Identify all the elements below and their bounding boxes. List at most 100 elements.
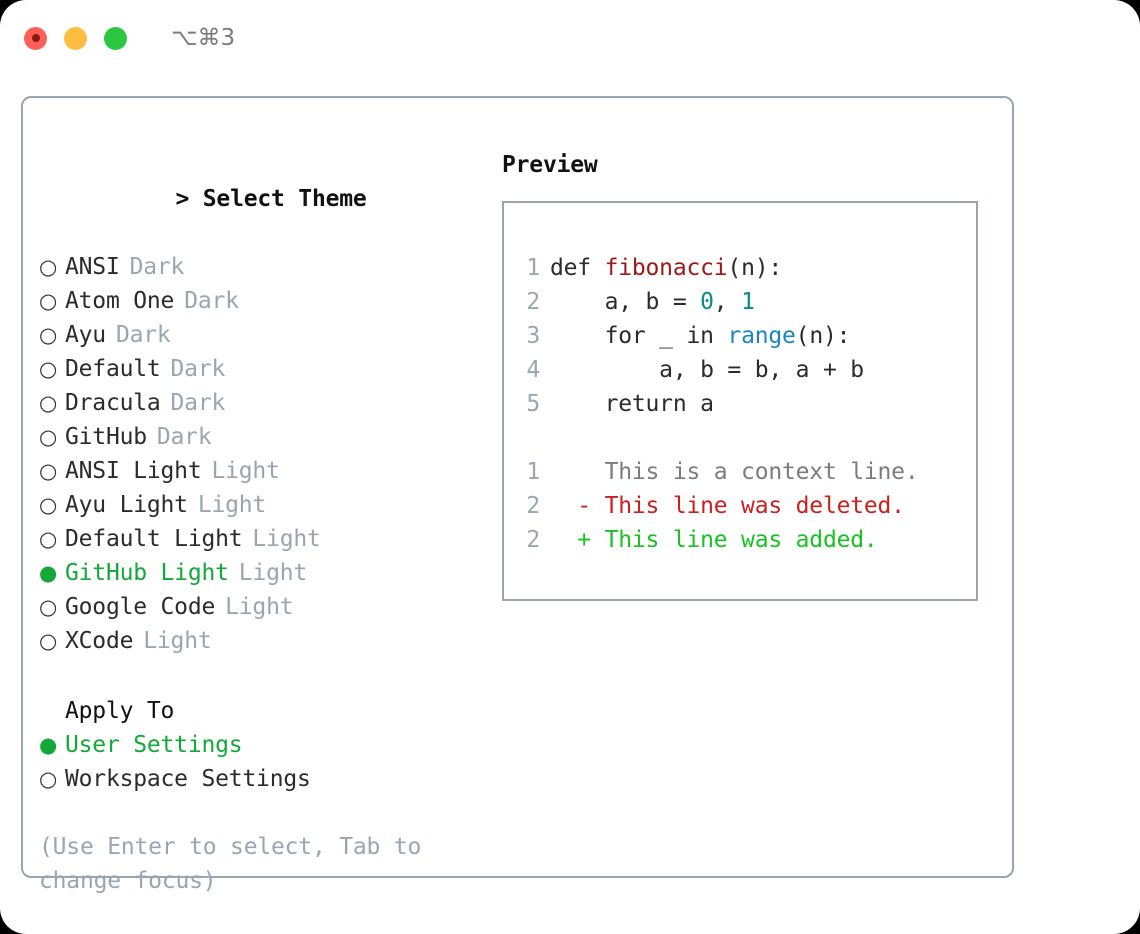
radio-unselected-icon: ○: [39, 425, 58, 449]
radio-selected-icon: ●: [39, 561, 58, 585]
theme-option-tag: Light: [252, 526, 321, 552]
radio-unselected-icon: ○: [39, 493, 58, 517]
code-line-number: 5: [526, 391, 540, 417]
theme-option-label: Google Code: [65, 594, 216, 620]
theme-option-label: XCode: [65, 628, 134, 654]
diff-line: 2 - This line was deleted.: [504, 489, 976, 523]
code-token: 0: [700, 289, 714, 315]
maximize-button[interactable]: [104, 26, 127, 50]
code-token: fibonacci: [604, 255, 728, 281]
theme-option-dracula[interactable]: ○ Dracula Dark: [39, 386, 479, 420]
radio-unselected-icon: ○: [39, 255, 58, 279]
diff-line: 2 + This line was added.: [504, 523, 976, 557]
diff-line-text: + This line was added.: [550, 527, 878, 553]
radio-selected-icon: ●: [39, 733, 58, 757]
theme-option-tag: Dark: [156, 424, 212, 450]
theme-option-google-code[interactable]: ○ Google Code Light: [39, 590, 479, 624]
theme-option-label: ANSI: [65, 254, 120, 280]
theme-option-github[interactable]: ○ GitHub Dark: [39, 420, 479, 454]
diff-line-number: 2: [526, 493, 540, 519]
code-line: 5 return a: [504, 387, 976, 421]
code-token: def: [550, 255, 605, 281]
theme-option-tag: Dark: [184, 288, 239, 314]
code-spacer: [504, 421, 976, 455]
code-line-number: 4: [526, 357, 540, 383]
radio-unselected-icon: ○: [39, 391, 58, 415]
diff-line-number: 1: [526, 459, 540, 485]
apply-to-option-label: User Settings: [65, 732, 243, 758]
radio-unselected-icon: ○: [39, 459, 58, 483]
diff-line-text: This is a context line.: [550, 459, 919, 485]
code-line-number: 1: [526, 255, 540, 281]
theme-option-ayu-light[interactable]: ○ Ayu Light Light: [39, 488, 479, 522]
theme-option-tag: Light: [197, 492, 267, 518]
theme-option-tag: Dark: [170, 390, 226, 416]
close-icon: [31, 34, 40, 42]
code-token: 1: [741, 289, 755, 315]
theme-option-atom-one[interactable]: ○ Atom One Dark: [39, 284, 479, 318]
caret-icon: >: [175, 186, 203, 212]
theme-option-label: GitHub: [65, 424, 147, 450]
radio-unselected-icon: ○: [39, 289, 58, 313]
code-token: for _ in: [550, 323, 728, 349]
theme-option-label: Default: [65, 356, 161, 382]
apply-to-option-user-settings[interactable]: ● User Settings: [39, 728, 479, 762]
code-token: (n):: [727, 255, 783, 281]
theme-option-label: Ayu Light: [65, 492, 188, 518]
code-line: 3 for _ in range(n):: [504, 319, 976, 353]
theme-option-tag: Light: [143, 628, 212, 654]
code-line-text: def fibonacci(n):: [550, 251, 782, 285]
keyboard-shortcut-label: ⌥⌘3: [171, 25, 236, 51]
code-line: 1 def fibonacci(n):: [504, 251, 976, 285]
diff-sample: 1 This is a context line.2 - This line w…: [504, 455, 976, 557]
theme-option-tag: Dark: [129, 254, 185, 280]
theme-option-ayu[interactable]: ○ Ayu Dark: [39, 318, 479, 352]
code-token: ,: [713, 289, 742, 315]
diff-line-number: 2: [526, 527, 540, 553]
keyboard-hint: (Use Enter to select, Tab to change focu…: [39, 834, 422, 894]
theme-option-tag: Light: [238, 560, 308, 586]
apply-to-section: Apply To ● User Settings ○Workspace Settin…: [39, 694, 479, 796]
title-bar: ⌥⌘3: [0, 0, 1140, 76]
code-token: (n):: [795, 323, 851, 349]
theme-option-xcode[interactable]: ○ XCode Light: [39, 624, 479, 658]
code-line-text: for _ in range(n):: [550, 319, 851, 353]
code-line-text: a, b = 0, 1: [550, 285, 755, 319]
preview-heading: Preview: [502, 152, 598, 178]
close-button[interactable]: [24, 26, 47, 50]
theme-option-ansi[interactable]: ○ ANSI Dark: [39, 250, 479, 284]
apply-to-option-label: Workspace Settings: [65, 766, 311, 792]
code-line: 2 a, b = 0, 1: [504, 285, 976, 319]
apply-to-option-workspace-settings[interactable]: ○Workspace Settings: [39, 762, 479, 796]
apply-to-heading: Apply To: [65, 698, 175, 724]
theme-option-tag: Dark: [115, 322, 171, 348]
theme-option-label: Ayu: [65, 322, 106, 348]
select-theme-heading-label: Select Theme: [202, 186, 367, 212]
diff-line: 1 This is a context line.: [504, 455, 976, 489]
radio-unselected-icon: ○: [39, 629, 58, 653]
code-line-number: 3: [526, 323, 540, 349]
radio-unselected-icon: ○: [39, 357, 58, 381]
theme-option-tag: Light: [211, 458, 280, 484]
code-token: return a: [550, 391, 714, 417]
radio-unselected-icon: ○: [39, 323, 58, 347]
radio-unselected-icon: ○: [39, 595, 58, 619]
code-token: range: [727, 323, 796, 349]
select-theme-heading: > Select Theme: [39, 148, 479, 250]
radio-unselected-icon: ○: [39, 527, 58, 551]
code-line-text: a, b = b, a + b: [550, 353, 864, 387]
theme-option-label: Dracula: [65, 390, 161, 416]
theme-option-tag: Light: [225, 594, 294, 620]
theme-option-label: Atom One: [65, 288, 175, 314]
code-line-text: return a: [550, 387, 714, 421]
code-token: a, b = b, a + b: [550, 357, 864, 383]
minimize-button[interactable]: [64, 26, 87, 50]
